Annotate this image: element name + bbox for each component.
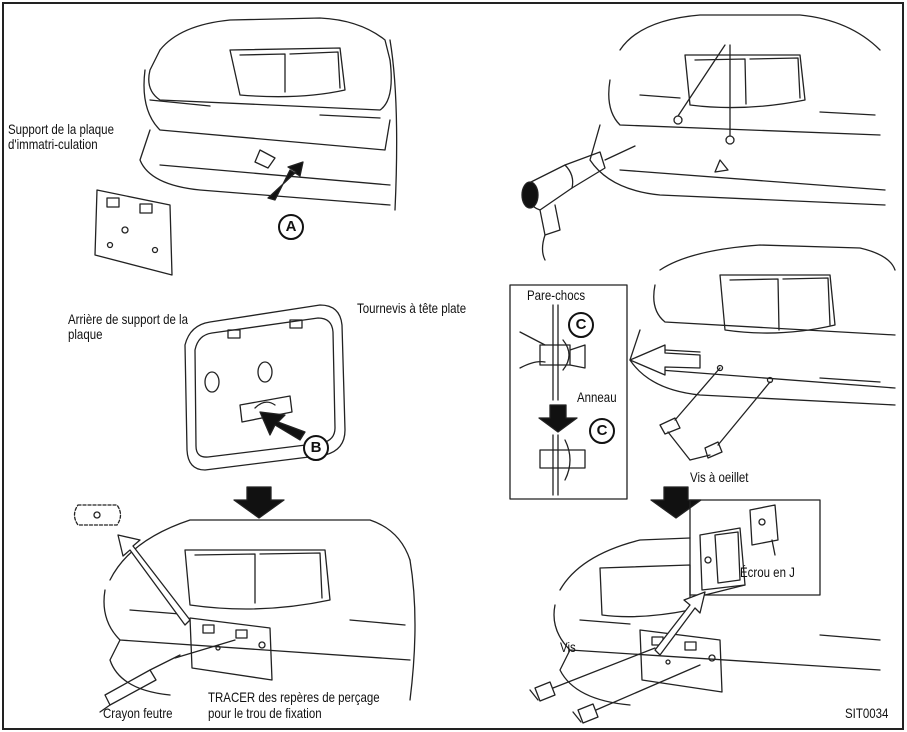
car-front-bottom-left — [103, 519, 416, 701]
leader-tournevis — [519, 331, 546, 346]
arrow-left-hollow — [629, 344, 701, 376]
down-arrow-left — [233, 486, 285, 519]
bracket-on-car — [189, 617, 273, 681]
car-front-bottom-right — [553, 537, 881, 706]
arrow-to-insert — [117, 534, 191, 626]
down-arrow-clip — [538, 404, 578, 433]
car-front-mid-right — [629, 244, 896, 406]
eyelet-screws — [659, 367, 771, 461]
callout-a: A — [278, 214, 304, 240]
label-ecrou-j: Écrou en J — [740, 564, 795, 580]
mark-line — [174, 639, 236, 659]
label-tracer-line1: TRACER des repères de perçage — [208, 689, 380, 705]
callout-c-top: C — [568, 312, 594, 338]
clip-detail-box — [509, 284, 628, 500]
label-support-plaque: Support de la plaque d'immatri-culation — [8, 121, 114, 152]
car-front-top-right — [589, 14, 886, 206]
down-arrow-right — [650, 486, 702, 519]
arrow-b — [259, 411, 306, 441]
label-pare-chocs: Pare-chocs — [527, 287, 586, 303]
car-front-top-left — [139, 17, 398, 211]
figure-id: SIT0034 — [845, 705, 889, 721]
bracket-back — [184, 304, 346, 471]
label-anneau: Anneau — [577, 389, 617, 405]
label-tournevis: Tournevis à tête plate — [357, 300, 467, 316]
callout-b: B — [303, 435, 329, 461]
label-vis-oeillet: Vis à oeillet — [690, 469, 749, 485]
clip-detail-top — [519, 304, 586, 401]
label-crayon: Crayon feutre — [103, 705, 173, 721]
screws-bottom-right — [529, 647, 701, 724]
callout-c-bottom: C — [589, 418, 615, 444]
label-vis: Vis — [560, 639, 576, 655]
bracket-bottom-right — [639, 629, 723, 693]
label-tracer-line2: pour le trou de fixation — [208, 705, 322, 721]
j-nut-box — [689, 499, 821, 596]
arrow-a — [267, 161, 304, 201]
label-arriere-support: Arrière de support de la plaque — [68, 311, 188, 342]
bracket-loose — [94, 189, 173, 276]
arrow-to-jnut — [654, 591, 706, 656]
drill — [521, 145, 636, 261]
insert-detail — [73, 504, 122, 526]
clip-detail-bottom — [539, 434, 586, 496]
